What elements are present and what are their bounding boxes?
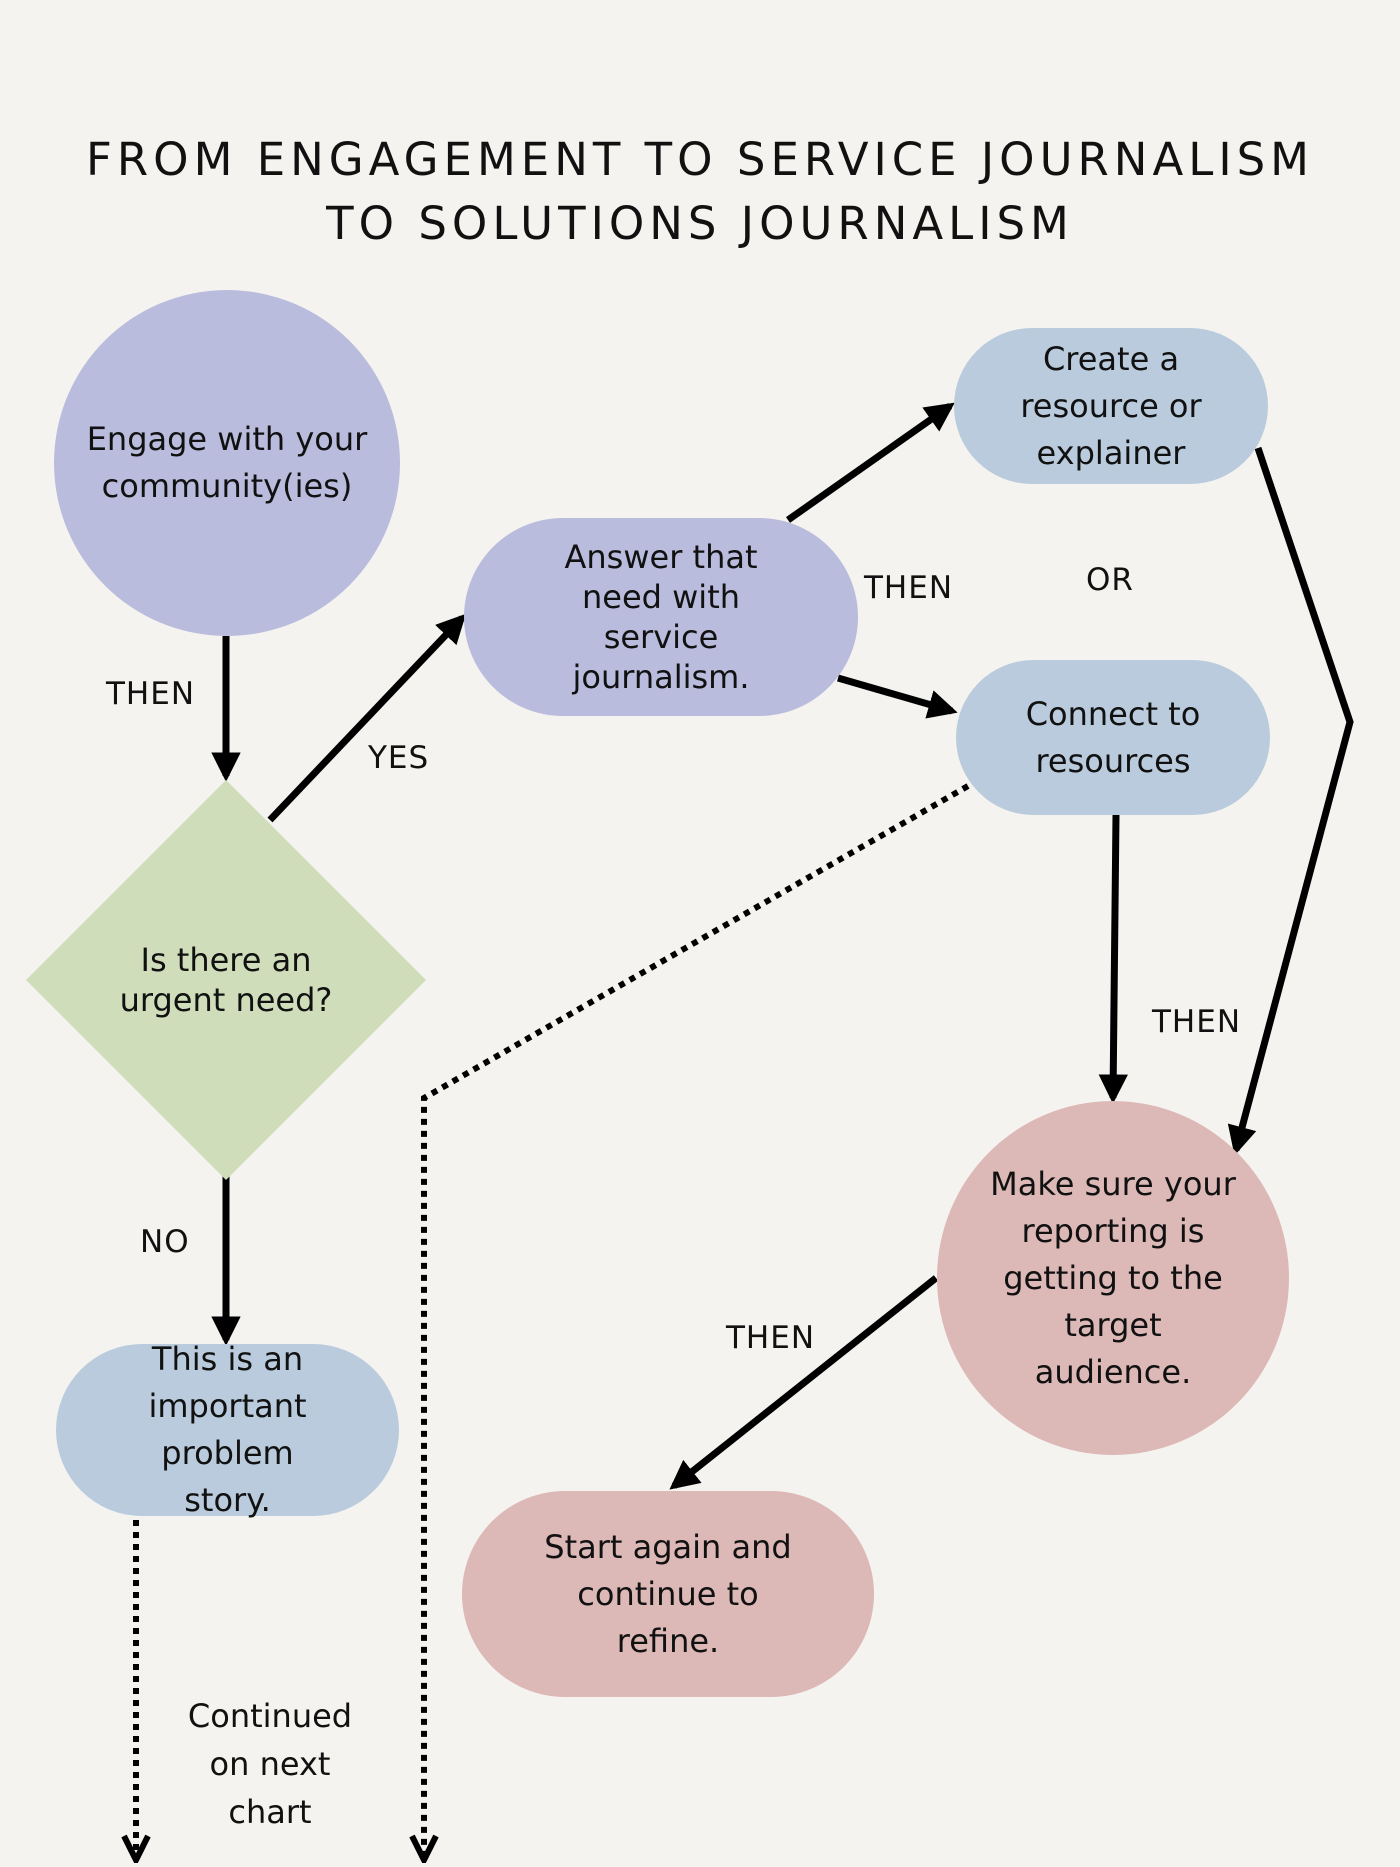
title-line-2: TO SOLUTIONS JOURNALISM [326,197,1074,250]
arrow-answer-to-create [785,402,955,523]
label-yes: YES [368,740,430,776]
dotted-connect-continuation [424,783,970,1860]
label-then-make-sure: THEN [726,1320,816,1356]
node-make-sure: Make sure your reporting is getting to t… [937,1101,1289,1455]
node-start-again-text: Start again and continue to refine. [544,1527,792,1660]
decision-diamond-shape [26,780,426,1180]
node-engage-text: Engage with your community(ies) [86,420,368,505]
title-line-1: FROM ENGAGEMENT TO SERVICE JOURNALISM [86,133,1314,186]
node-engage: Engage with your community(ies) [54,290,400,636]
node-start-again: Start again and continue to refine. [462,1491,874,1697]
label-then-answer: THEN [864,570,954,606]
arrow-connect-to-make-sure [1098,814,1128,1104]
node-make-sure-text: Make sure your reporting is getting to t… [990,1164,1236,1391]
node-urgent-need-text: Is there an urgent need? [119,941,333,1019]
label-or: OR [1086,562,1134,598]
node-problem-story: This is an important problem story. [56,1340,399,1519]
arrow-answer-to-connect [837,674,958,719]
node-create-resource-text: Create a resource or explainer [1020,339,1202,472]
page-title: FROM ENGAGEMENT TO SERVICE JOURNALISM TO… [0,128,1400,256]
continued-note-text: Continued on next chart [187,1697,353,1831]
node-connect-resources-text: Connect to resources [1025,694,1201,780]
node-create-resource: Create a resource or explainer [954,328,1268,484]
node-urgent-need: Is there an urgent need? [26,780,426,1180]
label-no: NO [140,1224,190,1260]
node-answer-need: Answer that need with service journalism… [464,518,858,716]
arrow-yes-to-answer [267,613,467,823]
node-problem-story-text: This is an important problem story. [148,1340,307,1519]
label-then-connect: THEN [1152,1004,1242,1040]
arrow-make-sure-to-start-again [669,1275,939,1490]
label-then-engage: THEN [106,676,196,712]
continued-note: Continued on next chart [170,1692,370,1836]
node-connect-resources: Connect to resources [956,660,1270,815]
node-answer-need-text: Answer that need with service journalism… [564,538,758,696]
arrow-create-to-make-sure [1227,446,1354,1156]
